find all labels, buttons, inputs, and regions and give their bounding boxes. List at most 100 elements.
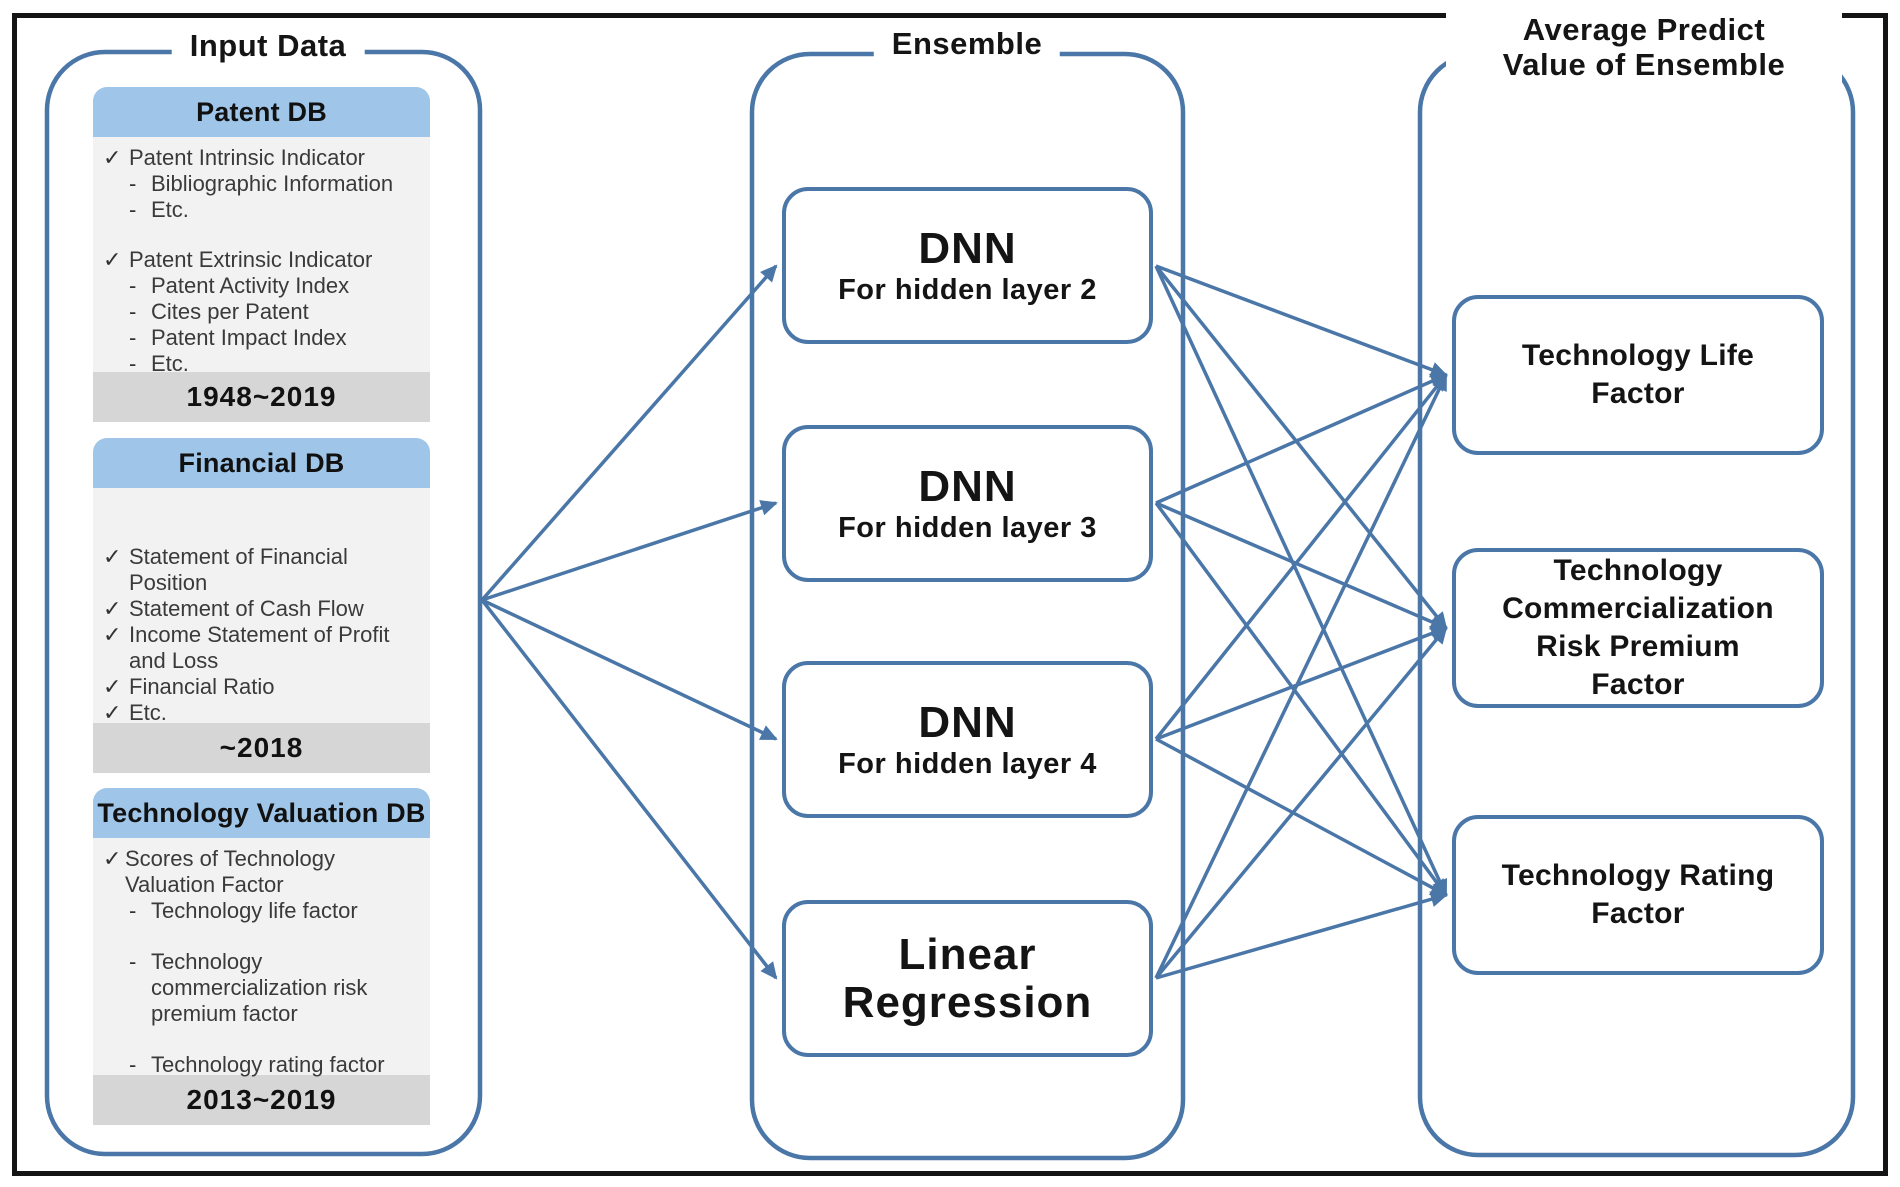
checkmark-icon: ✓ — [103, 247, 122, 272]
financial-db-card: Financial DB ✓Statement of Financial Pos… — [93, 438, 430, 773]
output-box-technology-life-factor: Technology Life Factor — [1452, 295, 1824, 455]
input-column-title: Input Data — [171, 28, 365, 64]
dash-icon: - — [129, 171, 137, 196]
list-item: -Bibliographic Information — [129, 171, 422, 197]
list-item: -Etc. — [129, 351, 422, 377]
arrow-linear-regression-to-technology-life-factor — [1154, 373, 1448, 979]
dash-icon: - — [129, 1052, 137, 1077]
dash-icon: - — [129, 197, 137, 222]
arrow-input-data-to-dnn-layer-2 — [480, 264, 778, 602]
arrow-dnn-layer-3-to-technology-life-factor — [1155, 373, 1448, 505]
arrow-dnn-layer-4-to-technology-rating-factor — [1155, 737, 1448, 897]
patent-db-body: ✓Patent Intrinsic Indicator-Bibliographi… — [93, 137, 430, 376]
list-item: ✓Scores of Technology Valuation Factor — [103, 846, 422, 898]
financial-db-header: Financial DB — [93, 438, 430, 488]
list-item: -Technology commercialization risk premi… — [129, 949, 422, 1027]
arrow-dnn-layer-4-to-technology-life-factor — [1154, 373, 1448, 741]
output-box-technology-rating-factor: Technology Rating Factor — [1452, 815, 1824, 975]
technology-valuation-db-card: Technology Valuation DB ✓Scores of Techn… — [93, 788, 430, 1125]
technology-valuation-db-body: ✓Scores of Technology Valuation Factor-T… — [93, 838, 430, 1078]
output-box-technology-commercialization-risk-premium-factor: Technology Commercialization Risk Premiu… — [1452, 548, 1824, 708]
list-item-text: Income Statement of Profit and Loss — [129, 622, 390, 673]
checkmark-icon: ✓ — [103, 145, 122, 170]
connection-arrows — [480, 264, 1448, 980]
arrow-linear-regression-to-technology-rating-factor — [1155, 891, 1448, 980]
list-item-text: Statement of Financial Position — [129, 544, 348, 595]
dash-icon: - — [129, 898, 137, 923]
patent-db-header: Patent DB — [93, 87, 430, 137]
list-item: -Technology rating factor — [129, 1052, 422, 1078]
list-item-text: Cites per Patent — [151, 299, 309, 324]
list-item: ✓ Patent Extrinsic Indicator — [103, 247, 422, 273]
technology-valuation-db-year-range: 2013~2019 — [93, 1075, 430, 1125]
output-column-title: Average Predict Value of Ensemble — [1446, 12, 1842, 82]
checkmark-icon: ✓ — [103, 846, 122, 871]
list-item-text: Patent Intrinsic Indicator — [129, 145, 366, 170]
patent-db-card: Patent DB ✓Patent Intrinsic Indicator-Bi… — [93, 87, 430, 422]
arrow-dnn-layer-3-to-technology-commercialization-risk-premium-factor — [1155, 501, 1448, 630]
dash-icon: - — [129, 299, 137, 324]
list-item-text: Patent Impact Index — [151, 325, 347, 350]
list-item: ✓Statement of Financial Position — [103, 544, 422, 596]
checkmark-icon: ✓ — [103, 674, 122, 699]
list-spacer — [103, 223, 422, 247]
checkmark-icon: ✓ — [103, 700, 122, 725]
list-item-text: Scores of Technology Valuation Factor — [125, 846, 335, 897]
list-item-text: Patent Activity Index — [151, 273, 350, 298]
list-item: -Etc. — [129, 197, 422, 223]
model-subtitle: For hidden layer 3 — [838, 511, 1097, 544]
model-title: DNN — [918, 223, 1017, 273]
arrow-dnn-layer-2-to-technology-commercialization-risk-premium-factor — [1154, 264, 1448, 630]
model-subtitle: For hidden layer 4 — [838, 747, 1097, 780]
financial-db-body: ✓Statement of Financial Position✓Stateme… — [93, 488, 430, 726]
arrow-dnn-layer-2-to-technology-rating-factor — [1154, 265, 1448, 897]
patent-db-year-range: 1948~2019 — [93, 372, 430, 422]
financial-db-year-range: ~2018 — [93, 723, 430, 773]
technology-valuation-db-header: Technology Valuation DB — [93, 788, 430, 838]
model-title: DNN — [918, 461, 1017, 511]
list-item-text: Technology life factor — [151, 898, 358, 923]
list-item-text: Financial Ratio — [129, 674, 275, 699]
output-column-title-line1: Average Predict — [1522, 12, 1766, 47]
output-label: Technology Commercialization Risk Premiu… — [1502, 554, 1774, 701]
list-item: ✓ Patent Intrinsic Indicator — [103, 145, 422, 171]
output-label: Technology Life Factor — [1521, 339, 1755, 410]
arrow-input-data-to-linear-regression — [480, 598, 778, 980]
checkmark-icon: ✓ — [103, 622, 122, 647]
list-item-text: Technology commercialization risk premiu… — [151, 949, 368, 1026]
list-spacer — [103, 1027, 422, 1052]
list-item-text: Statement of Cash Flow — [129, 596, 364, 621]
list-item-text: Etc. — [129, 700, 167, 725]
arrow-dnn-layer-3-to-technology-rating-factor — [1154, 501, 1448, 897]
model-box-linear-regression: Linear Regression — [782, 900, 1153, 1057]
list-item: ✓Statement of Cash Flow — [103, 596, 422, 622]
dash-icon: - — [129, 351, 137, 376]
list-item: -Patent Activity Index — [129, 273, 422, 299]
list-item: -Patent Impact Index — [129, 325, 422, 351]
arrow-dnn-layer-2-to-technology-life-factor — [1155, 264, 1448, 378]
list-item: -Cites per Patent — [129, 299, 422, 325]
model-title: DNN — [918, 697, 1017, 747]
model-title: Linear Regression — [842, 929, 1093, 1027]
arrow-input-data-to-dnn-layer-3 — [481, 500, 778, 602]
model-subtitle: For hidden layer 2 — [838, 273, 1097, 306]
list-item: ✓ Etc. — [103, 700, 422, 726]
arrow-dnn-layer-4-to-technology-commercialization-risk-premium-factor — [1155, 625, 1448, 741]
list-item: ✓ Financial Ratio — [103, 674, 422, 700]
list-item-text: Etc. — [151, 197, 189, 222]
list-item-text: Technology rating factor — [151, 1052, 385, 1077]
arrow-linear-regression-to-technology-commercialization-risk-premium-factor — [1154, 626, 1448, 980]
list-item-text: Bibliographic Information — [151, 171, 394, 196]
model-box-dnn-hidden-layer-3: DNN For hidden layer 3 — [782, 425, 1153, 582]
list-item: ✓ Income Statement of Profit and Loss — [103, 622, 422, 674]
ensemble-column-title: Ensemble — [873, 26, 1061, 62]
dash-icon: - — [129, 325, 137, 350]
dash-icon: - — [129, 949, 137, 974]
dash-icon: - — [129, 273, 137, 298]
list-item: -Technology life factor — [129, 898, 422, 924]
list-item-text: Patent Extrinsic Indicator — [129, 247, 373, 272]
model-box-dnn-hidden-layer-2: DNN For hidden layer 2 — [782, 187, 1153, 344]
outer-frame — [12, 13, 1888, 1176]
list-spacer — [103, 924, 422, 949]
